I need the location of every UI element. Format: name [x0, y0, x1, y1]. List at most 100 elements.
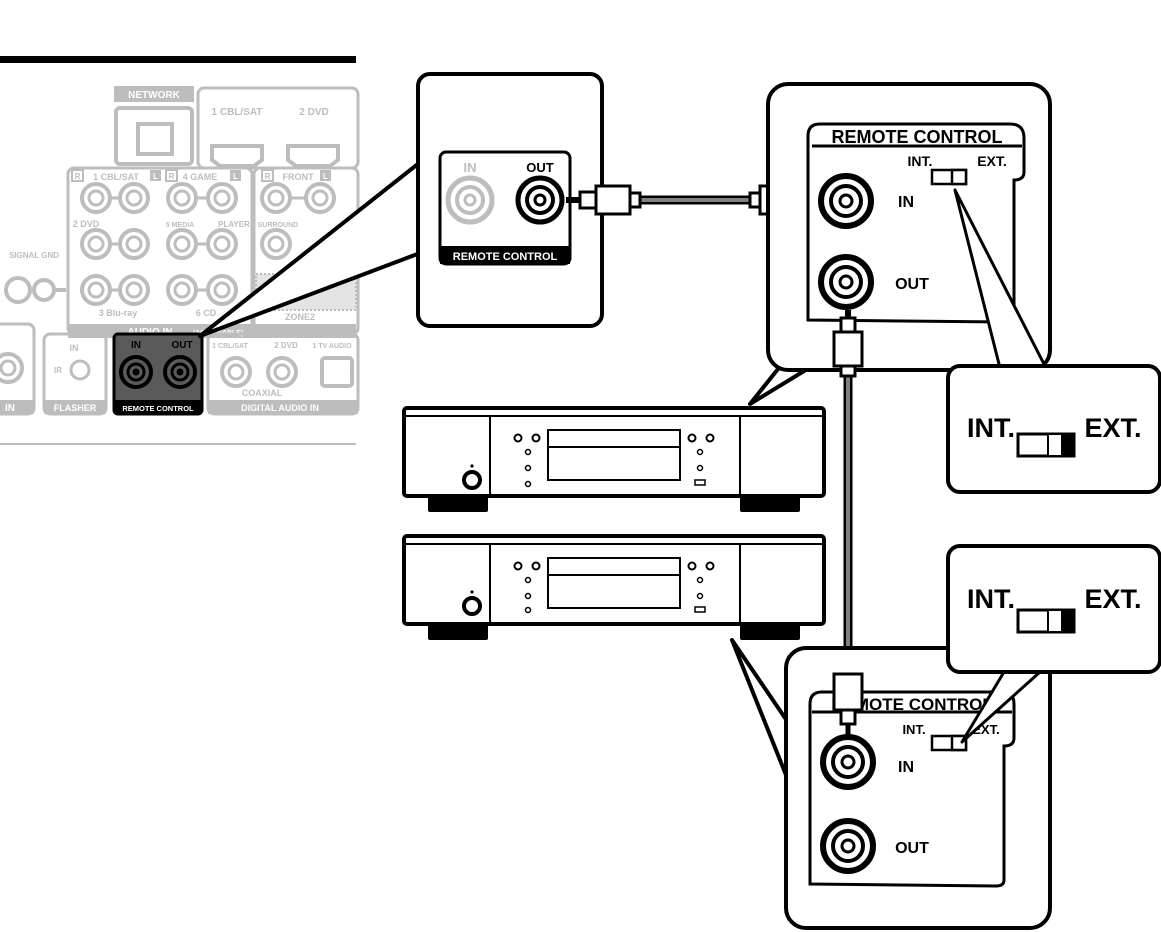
receiver-rc-label-box — [114, 400, 202, 414]
dig-tv-label: 1 TV AUDIO — [312, 343, 352, 350]
button-dot — [524, 592, 532, 600]
receiver-zoom-callout: IN OUT REMOTE CONTROL — [198, 72, 604, 338]
device-bottom-out-jack — [820, 818, 876, 874]
network-port-socket — [136, 122, 174, 156]
l-label: L — [233, 172, 238, 181]
device-display — [547, 557, 681, 609]
rca-jack-icon — [206, 182, 238, 214]
digital-label-box — [208, 400, 358, 414]
device-top-in-label: IN — [898, 194, 914, 211]
device-body — [402, 534, 826, 626]
audio-jack-grid — [80, 182, 336, 306]
switch-zoom-top-box — [946, 364, 1161, 494]
zoom-label-box — [440, 246, 570, 264]
button-dot — [705, 561, 715, 571]
rca-jack-icon — [118, 228, 150, 260]
partial-in-label: IN — [5, 403, 15, 414]
receiver-rear-panel: NETWORK 1 CBL/SAT 2 DVD AUDIO IN (ASSIGN… — [0, 56, 360, 445]
hdmi-2-label: 2 DVD — [299, 107, 328, 118]
button-dot — [524, 576, 532, 584]
l-badge — [230, 170, 241, 181]
switch-top-ext: EXT. — [1084, 413, 1141, 443]
rca-jack-icon — [260, 182, 292, 214]
rca-jack-icon — [260, 228, 292, 260]
slide-switch-icon — [930, 168, 968, 186]
zoom-rc-label: REMOTE CONTROL — [453, 251, 558, 263]
rca-jack-icon — [163, 355, 197, 389]
device-top-title: REMOTE CONTROL — [832, 127, 1003, 147]
digital-audio-in-label: DIGITAL AUDIO IN — [241, 403, 319, 413]
switch-bottom-ext: EXT. — [1084, 584, 1141, 614]
rca-jack-icon — [266, 356, 298, 388]
button-dot — [705, 433, 715, 443]
device-foot — [740, 624, 800, 640]
rca-jack-icon — [80, 274, 112, 306]
surround-label: SURROUND — [258, 222, 298, 229]
button-dot — [696, 592, 704, 600]
rca-jack-icon — [206, 228, 238, 260]
ir-jack-icon — [69, 359, 91, 381]
device-foot — [428, 624, 488, 640]
dig-1-label: 1 CBL/SAT — [212, 343, 248, 350]
r-badge — [261, 169, 274, 182]
partial-in-label-box — [0, 400, 34, 414]
receiver-rc-label: REMOTE CONTROL — [122, 404, 194, 413]
receiver-rc-in-label: IN — [131, 340, 141, 351]
zone2-label: ZONE2 — [285, 312, 315, 322]
button-dot — [531, 561, 541, 571]
audio-4-label: 4 GAME — [183, 172, 218, 182]
hdmi-port-icon — [210, 144, 264, 168]
switch-zoom-top: INT. EXT. — [946, 188, 1161, 494]
device-top-ext: EXT. — [977, 153, 1007, 169]
rca-jack-icon — [304, 182, 336, 214]
device-bottom-in-label: IN — [898, 759, 914, 776]
indicator-dot — [470, 464, 474, 468]
rca-jack-icon — [166, 182, 198, 214]
usb-port-icon — [694, 479, 706, 486]
rca-jack-icon — [118, 182, 150, 214]
l-label: L — [153, 172, 158, 181]
audio-5-label: 5 MEDIA — [166, 222, 194, 229]
device-bottom-int: INT. — [902, 722, 925, 737]
player-label: PLAYER — [218, 220, 250, 229]
audio-2-label: 2 DVD — [73, 219, 100, 229]
zoom-in-label: IN — [464, 160, 477, 175]
button-dot — [524, 480, 532, 488]
device-bottom-out-label: OUT — [895, 840, 929, 857]
button-dot — [513, 561, 523, 571]
hdmi-port-icon — [286, 144, 340, 168]
slide-switch-icon — [1016, 432, 1076, 458]
audio-6-label: 6 CD — [196, 308, 217, 318]
optical-port-icon — [320, 356, 354, 388]
hdmi-frame — [196, 86, 360, 170]
button-dot — [513, 433, 523, 443]
device-top-out-label: OUT — [895, 276, 929, 293]
r-label: R — [265, 172, 271, 181]
coaxial-label: COAXIAL — [242, 388, 283, 398]
indicator-dot — [470, 590, 474, 594]
device-unit-1 — [402, 406, 826, 512]
r-label: R — [75, 172, 81, 181]
receiver-rc-out-label: OUT — [171, 340, 192, 351]
rca-jack-icon — [0, 352, 24, 384]
r-label: R — [169, 172, 175, 181]
usb-port-icon — [694, 606, 706, 613]
ground-terminal-icon — [4, 276, 66, 304]
button-dot — [687, 561, 697, 571]
flasher-label-box — [44, 400, 106, 414]
zoom-out-label: OUT — [526, 160, 554, 175]
ir-label: IR — [54, 366, 62, 375]
network-label: NETWORK — [128, 90, 180, 101]
device-top-in-jack — [818, 173, 874, 229]
r-badge — [165, 169, 178, 182]
audio-3-label: 3 Blu-ray — [99, 308, 138, 318]
panel-top-edge — [0, 56, 356, 63]
rca-jack-icon — [119, 355, 153, 389]
rca-jack-icon — [80, 182, 112, 214]
power-button-icon — [462, 596, 482, 616]
rca-jack-icon — [80, 228, 112, 260]
button-dot — [531, 433, 541, 443]
button-dot — [524, 464, 532, 472]
dig-2-label: 2 DVD — [274, 341, 298, 350]
